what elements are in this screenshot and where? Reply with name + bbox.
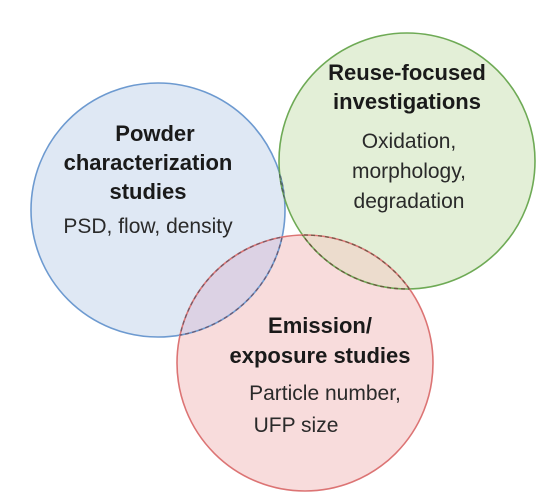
powder-title-line-3: studies (109, 179, 186, 204)
reuse-detail-line-2: morphology, (352, 160, 466, 183)
emission-title-line-2: exposure studies (230, 343, 411, 368)
emission-detail-line-2: UFP size (254, 414, 339, 437)
emission-label-group: Emission/ exposure studies Particle numb… (230, 313, 411, 437)
reuse-title-line-2: investigations (333, 89, 481, 114)
powder-title-line-2: characterization (64, 150, 233, 175)
reuse-label-group: Reuse-focused investigations Oxidation, … (328, 60, 486, 213)
powder-label-group: Powder characterization studies PSD, flo… (63, 121, 233, 238)
reuse-title-line-1: Reuse-focused (328, 60, 486, 85)
reuse-detail-line-1: Oxidation, (362, 130, 457, 153)
emission-dashed-arc-in-reuse (279, 234, 434, 289)
reuse-circle (279, 33, 535, 289)
overlap-powder-emission (177, 235, 285, 337)
reuse-detail-line-3: degradation (354, 190, 465, 213)
powder-detail-line-1: PSD, flow, density (63, 215, 233, 238)
powder-outline (30, 82, 286, 338)
emission-detail-line-1: Particle number, (249, 382, 401, 405)
reuse-outline (278, 32, 536, 290)
powder-title-line-1: Powder (115, 121, 195, 146)
emission-title-line-1: Emission/ (268, 313, 372, 338)
